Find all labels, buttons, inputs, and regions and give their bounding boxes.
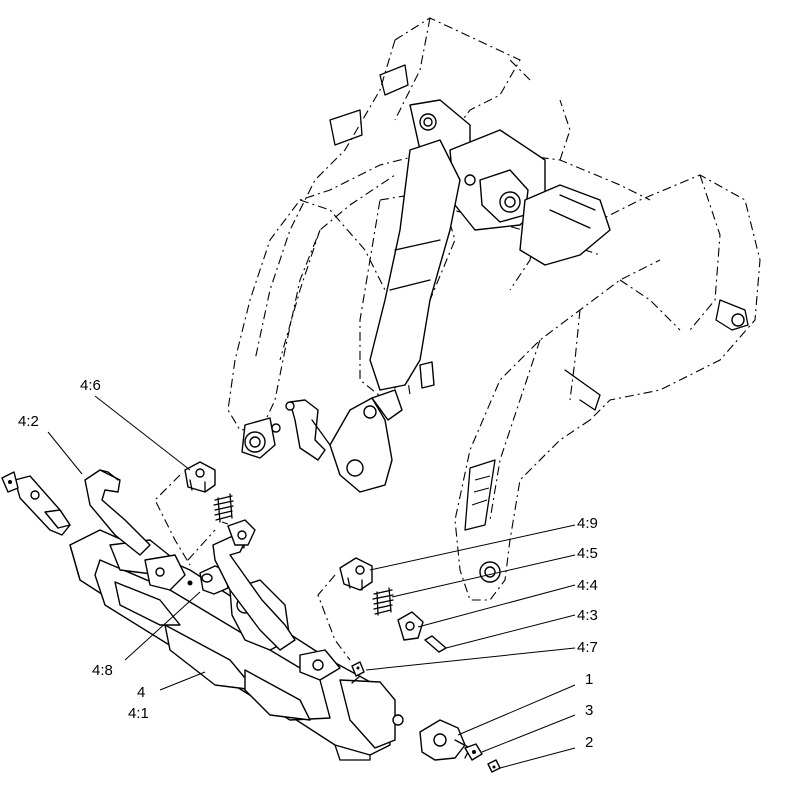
callout-1: 1 <box>585 671 594 688</box>
bracket-upper <box>184 461 216 493</box>
callout-3: 3 <box>585 702 594 719</box>
latch-right <box>397 611 424 641</box>
roll-pin <box>424 635 447 653</box>
callout-4-7: 4:7 <box>577 639 598 656</box>
callout-4-8: 4:8 <box>92 662 113 679</box>
nut-part-2 <box>487 759 501 773</box>
fitting-part-3 <box>464 743 483 761</box>
spring-upper <box>213 493 234 523</box>
lock-pin <box>1 471 71 536</box>
center-pivot-assembly <box>241 99 611 493</box>
latch-handle <box>84 469 151 556</box>
leader-lines <box>47 395 576 769</box>
callout-4: 4 <box>137 684 146 701</box>
callout-4-5: 4:5 <box>577 545 598 562</box>
loader-frame-phantom <box>227 17 761 601</box>
latch-upper <box>221 519 256 546</box>
callout-4-4: 4:4 <box>577 577 598 594</box>
callout-4-6: 4:6 <box>80 377 101 394</box>
callout-4-9: 4:9 <box>577 515 598 532</box>
grease-fitting <box>351 661 365 677</box>
clevis-part-1 <box>419 719 471 761</box>
callout-4-1: 4:1 <box>128 705 149 722</box>
callout-4-3: 4:3 <box>577 607 598 624</box>
callout-2: 2 <box>585 734 594 751</box>
assembly-phantom-lines <box>154 474 351 661</box>
spring-right <box>372 587 394 616</box>
callout-4-2: 4:2 <box>18 413 39 430</box>
bracket-right <box>339 557 373 591</box>
attachment-plate-assembly <box>69 529 404 761</box>
